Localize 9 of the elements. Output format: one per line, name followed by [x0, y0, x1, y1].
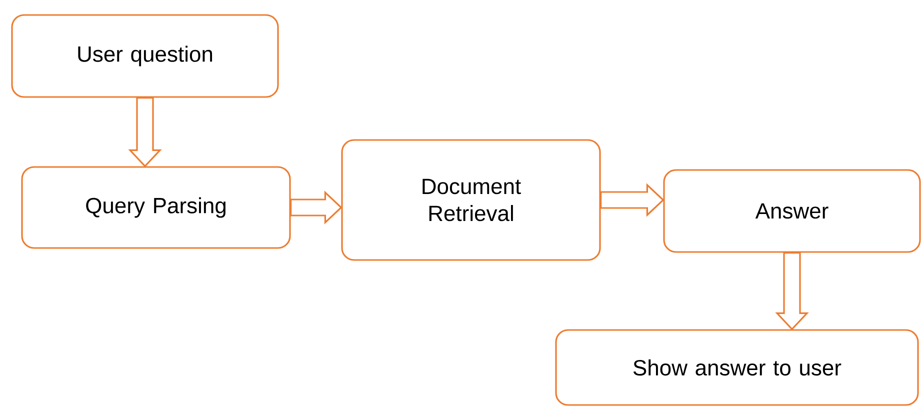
block-arrow [290, 190, 342, 224]
process-box: Answer [663, 169, 921, 253]
block-arrow [128, 97, 162, 168]
process-box: Show answer to user [555, 329, 919, 406]
block-arrow [775, 252, 809, 330]
process-box: User question [11, 14, 279, 98]
process-box: Query Parsing [21, 166, 291, 249]
block-arrow [600, 183, 664, 217]
process-box: Document Retrieval [341, 139, 601, 261]
